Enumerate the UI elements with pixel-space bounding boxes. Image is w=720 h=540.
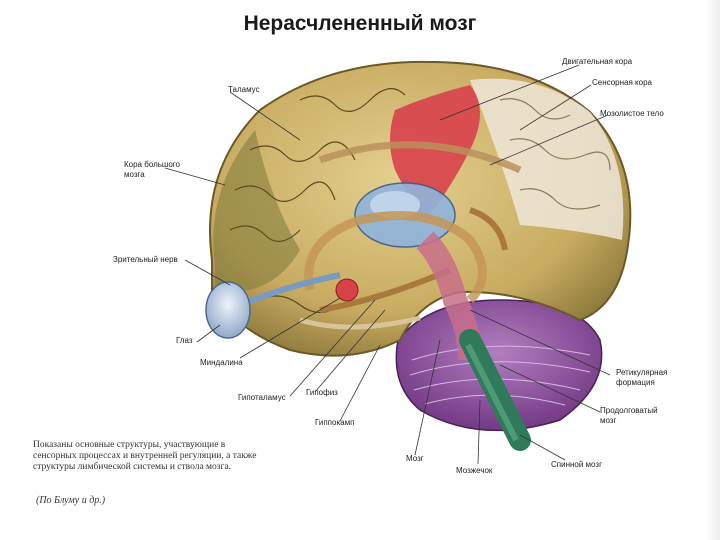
eye-shape: [205, 272, 341, 339]
label-reticular-formation: Ретикулярная формация: [616, 368, 668, 387]
cerebellum-shape: [395, 299, 603, 432]
label-pituitary: Гипофиз: [306, 388, 338, 397]
figure-caption: Показаны основные структуры, участвующие…: [33, 440, 257, 472]
label-eye: Глаз: [176, 336, 193, 345]
figure-source: (По Блуму и др.): [36, 495, 106, 506]
label-sensory-cortex: Сенсорная кора: [592, 78, 652, 87]
label-optic-nerve: Зрительный нерв: [113, 255, 178, 264]
amygdala-shape: [335, 278, 359, 302]
label-pons: Мозг: [406, 454, 424, 463]
label-amygdala: Миндалина: [200, 358, 243, 367]
label-cerebellum: Мозжечок: [456, 466, 493, 475]
leader-lines: [164, 64, 611, 465]
label-corpus-callosum: Мозолистое тело: [600, 109, 664, 118]
page-edge-shadow: [706, 0, 720, 540]
label-medulla: Продолговатый мозг: [600, 406, 658, 425]
label-hippocampus: Гиппокамп: [315, 418, 355, 427]
label-spinal-cord: Спинной мозг: [551, 460, 602, 469]
label-hypothalamus: Гипоталамус: [238, 393, 286, 402]
label-cerebral-cortex: Кора большого мозга: [124, 160, 180, 179]
label-thalamus: Таламус: [228, 85, 260, 94]
page-title: Нерасчлененный мозг: [243, 12, 477, 35]
brainstem-shape: [416, 231, 531, 451]
label-motor-cortex: Двигательная кора: [562, 57, 633, 66]
